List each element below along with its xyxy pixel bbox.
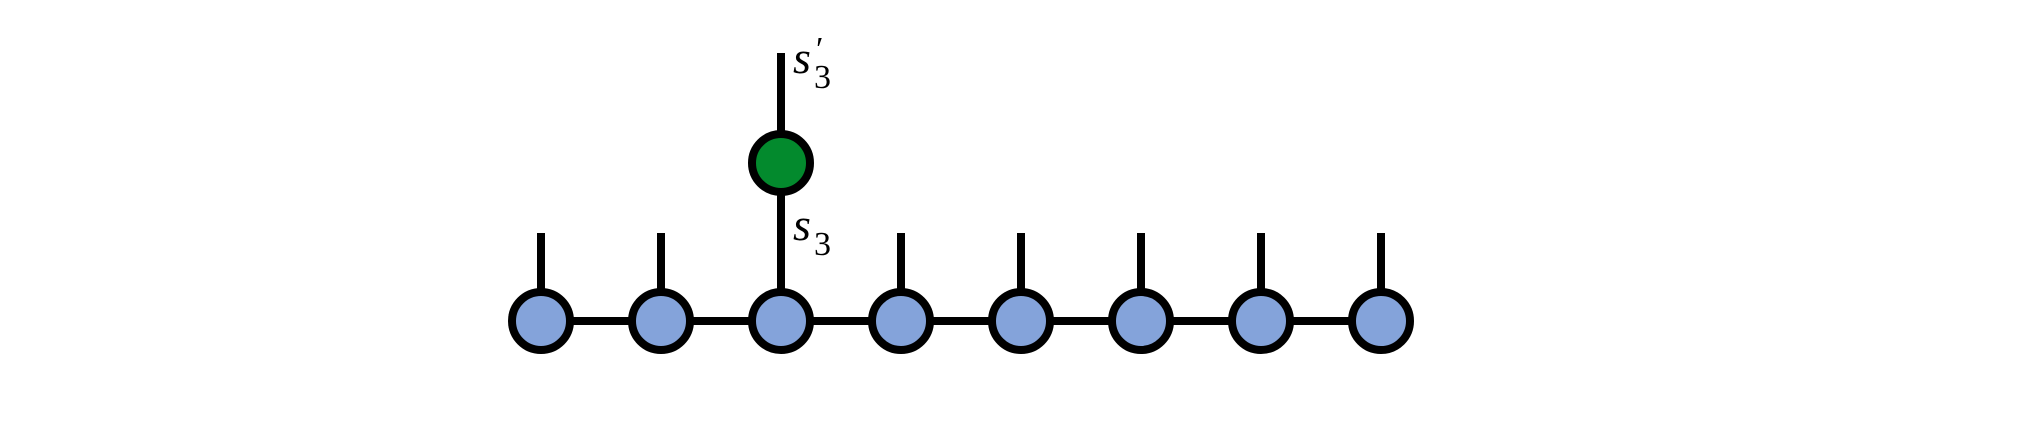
mps-node-5	[988, 288, 1054, 354]
svg-text:s: s	[793, 199, 811, 250]
svg-text:3: 3	[814, 226, 831, 263]
mps-node-3	[748, 288, 814, 354]
label-s3-prime: s 3 ′	[793, 31, 831, 96]
mps-node-8	[1348, 288, 1414, 354]
mps-node-4	[868, 288, 934, 354]
mps-node-7	[1228, 288, 1294, 354]
mps-node-2	[628, 288, 694, 354]
svg-text:3: 3	[814, 59, 831, 96]
physical-legs	[537, 53, 1385, 321]
operator-node	[748, 130, 814, 196]
mps-node-1	[508, 288, 574, 354]
mps-nodes	[508, 288, 1414, 354]
svg-text:′: ′	[816, 31, 823, 68]
mps-node-6	[1108, 288, 1174, 354]
svg-text:s: s	[793, 32, 811, 83]
label-s3: s 3	[793, 199, 831, 263]
